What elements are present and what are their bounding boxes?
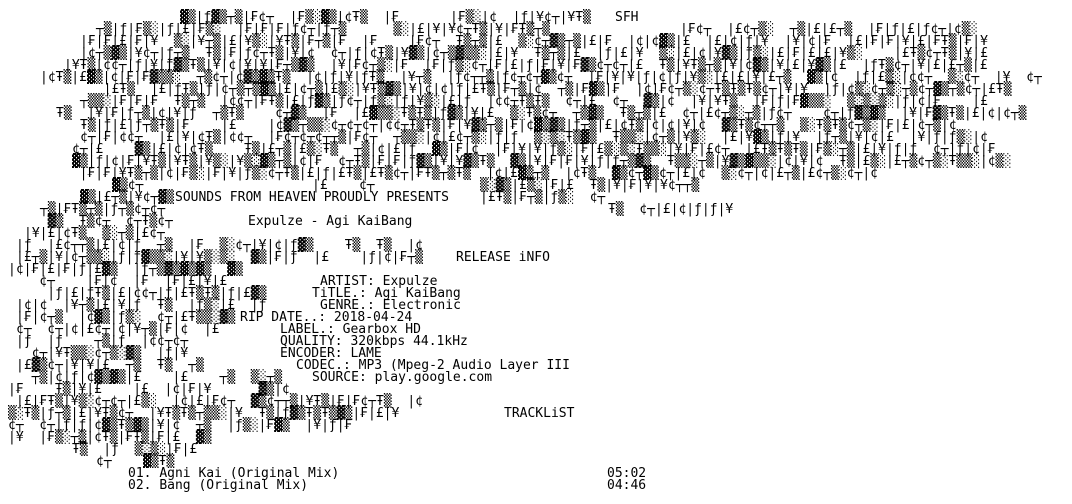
field-label: ARTIST: <box>320 274 375 289</box>
ascii-art-row: |¢|₣|£|₣|ƒ|£▓▒ |ƒ┬▒▓▒▓▒▓▒ ▓▒ <box>8 262 306 277</box>
field-label: QUALITY: <box>280 334 343 349</box>
field-label: ENCODER: <box>280 346 343 361</box>
release-info-heading: RELEASE iNFO <box>456 250 550 265</box>
field-quality: QUALITY: 320kbps 44.1kHz <box>280 334 468 349</box>
ascii-art-row: |¢┬▒▓▒|¥¢┬|ƒ┬▒ Ŧ▒|₣|ƒ¢┬Ŧ▒|¥|¢ ¢┬|ƒ|¢Ŧ▒|¥… <box>80 46 988 61</box>
group-tag: SFH <box>615 10 639 25</box>
ascii-art-row: ┬▒|¢|ƒ|¢▓▒▓▒|£ |£ ┬▒ ▒░┬▒ <box>16 370 283 385</box>
field-label: SOURCE: <box>312 370 367 385</box>
ascii-art-row: ¢┬|£ ▓▒|£|¢|¢Ŧ▒ Ŧ▒|£┬▒|£▒░Ŧ▒ ┬▒|¢|£|ƒ ▓▒… <box>72 142 996 157</box>
track-number: 01. <box>128 466 152 481</box>
track-length: 04:46 <box>607 478 647 493</box>
track-length: 05:02 <box>607 466 647 481</box>
field-source: SOURCE: play.google.com <box>312 370 493 385</box>
ascii-art-row: |£┬▒|¥|¢┬▒▒░|ƒ|ƒ▓▒▒░|¥|¥▒░▒░ ▓▒|₣|ƒ |£ |… <box>16 250 423 265</box>
field-value: Gearbox HD <box>342 322 421 337</box>
ascii-art-row: |£Ŧ▒ |£|ƒŦ▒|ƒ|¢┬▒┬▒▓▒|£|¢┬▒|£▒░|¥Ŧ▒▓▒|¥|… <box>88 82 1012 97</box>
field-encoder: ENCODER: LAME <box>280 346 382 361</box>
field-label: LABEL.: <box>280 322 335 337</box>
ascii-art-row: ┬▒|₣Ŧ▒┬▒|ƒ┬▒¢┬¢┬ <box>40 202 166 217</box>
field-value: play.google.com <box>374 370 493 385</box>
ascii-art-row: ┬▒|ƒ|₣▒░|ƒ|£|₣▒░ |₣|₣|₣|ƒ¢┬|ƒ┬▒ ▒░|£|¥|¥… <box>96 22 550 37</box>
ascii-art-row: |₣ Ŧ▒|¥|£ |£ |¢|₣|¥ ▓▒|¢ <box>8 382 306 397</box>
track-title: Bang (Original Mix) <box>159 478 309 493</box>
field-label: CODEC.: <box>296 358 351 373</box>
field-label: GENRE.: <box>320 298 375 313</box>
ascii-art-row: |₣▒░|¢ |ƒ|¥¢┬|¥Ŧ▒ <box>450 10 591 25</box>
field-artist: ARTIST: Expulze <box>320 274 438 289</box>
ascii-art-row: Ŧ▒ ¢┬|£|¢|ƒ|ƒ|¥ <box>608 202 734 217</box>
ascii-art-row: |₣¢┬ |£¢┬▒░ ┬▒|£|£┬▒ |₣|ƒ|£|ƒ¢┬|¢▒░ <box>680 22 978 37</box>
ascii-art-row: ▒░Ŧ▒|ƒ┬▒|£|¥Ŧ▒¢┬ |¥Ŧ▒Ŧ▒┬▒▒░|¥ Ŧ▒|ƒ▓▒Ŧ▒Ŧ▒… <box>8 406 431 421</box>
release-title: Expulze - Agi KaiBang <box>248 214 413 229</box>
field-rip-date: RIP DATE..: 2018-04-24 <box>240 310 413 325</box>
field-value: Electronic <box>382 298 461 313</box>
field-title: TiTLE.: Agi KaiBang <box>312 286 461 301</box>
ascii-art-row: |₣|₣|£|₣|¥ ▒░|¥┬▒|£|¥▒░|¥Ŧ▒|₣┬▒|₣ |₣ |₣¢… <box>80 34 988 49</box>
ascii-art-row: Ŧ▒|ƒ|£|ƒ┬▒Ŧ▒|₣ |£ |¢▓▒┬▒▒░¢┬¢┬¢┬|¢¢┬Ŧ▒Ŧ▒… <box>80 118 957 133</box>
ascii-art-row: |ƒ|£|ƒŦ▒|£|¢¢┬|ƒ|£Ŧ▒Ŧ▒|ƒ|£▓▒ <box>16 286 267 301</box>
field-label-name: LABEL.: Gearbox HD <box>280 322 421 337</box>
ascii-art-row: |¢|¢ |¥┬▒|£|¥|ƒ Ŧ▒ |ƒ▒░|£ |ƒ <box>16 298 267 313</box>
tracklist-heading: TRACKLiST <box>504 406 575 421</box>
ascii-art-row: ¢┬|₣|¢¢┬ |£|¥|¢Ŧ▒|¢¢┬ |₣¢┬¢┬¢┬┬▒|₣¢┬ ┬▒▒… <box>80 130 988 145</box>
ascii-art-row: |₣|₣|¥Ŧ▒┬▒|¢|₣▒░|₣|¥|ƒ▒░¢┬Ŧ▒|£|ƒ|£Ŧ▒|£Ŧ▒… <box>64 166 878 181</box>
field-codec: CODEC.: MP3 (Mpeg-2 Audio Layer III <box>296 358 570 373</box>
presents-line: SOUNDS FROM HEAVEN PROUDLY PRESENTS <box>175 190 449 205</box>
track-row: 01. Agni Kai (Original Mix) <box>128 466 340 481</box>
ascii-art-row: |¥ |₣▒░┬▒|¢Ŧ▒|₣Ŧ▒|₣|£ ▓▒ <box>8 430 212 445</box>
field-genre: GENRE.: Electronic <box>320 298 461 313</box>
field-label: RIP DATE..: <box>240 310 327 325</box>
ascii-art-row: ▒░▓▒|£▒░|₣|£ Ŧ▒|¥|₣|¥|¥¢┬┬▒ <box>480 178 700 193</box>
ascii-art-row: ▓▒ Ŧ▒¢┬ ¢┬Ŧ▒¢┬ <box>32 214 173 229</box>
ascii-art-row: ▓▒|ƒ|¢|₣|¥Ŧ▒|¥Ŧ▒|¥▒░|¥▒░▓▒┬▒|¢|₣ ¢┬Ŧ▒|₣|… <box>72 154 1012 169</box>
ascii-art-row: ▓▒|ƒ▓▒┬▒|₣¢┬ |₣▒░▓▒|¢Ŧ▒ |₣ <box>180 10 415 25</box>
ascii-art-row: Ŧ▒ |¥|₣|ƒ┬▒|¢|¥|ƒ ┬▒Ŧ▒ ¢┬▓▒ |₣ |£▓▒▒░Ŧ▒Ŧ… <box>56 106 1027 121</box>
ascii-art-row: Ŧ▒ |ƒ ▒░▒░|₣|£ <box>72 442 198 457</box>
ascii-art-row: |¥Ŧ▒|¢¢┬|ƒ|¥|ƒ▓▒Ŧ▒|¥|¢|¥|¥|₣┬▒▓▒ |¥|₣¢┬▒… <box>64 58 988 73</box>
ascii-art-row: |£▓▒¢┬|¥|¥|£ ┬▒ Ŧ▒ ┬▒ <box>16 358 204 373</box>
ascii-art-row: |ƒ |ƒ ┬▒|ƒ |¢¢┬¢┬ <box>16 334 204 349</box>
field-value: Agi KaiBang <box>374 286 461 301</box>
ascii-art-row: ▓▒|£┬▒|¥¢┬▓▒ <box>80 190 174 205</box>
ascii-art-row: |¥|£|¢Ŧ▒ ▒░┬▒|£¢┬ <box>24 226 165 241</box>
field-label: TiTLE.: <box>312 286 367 301</box>
ascii-art-row: |ƒ |£¢┬┬▒|£|¢|ƒ ┬▒ |₣ ▒░¢┬|¥|¢|ƒ▓▒ Ŧ▒ Ŧ▒… <box>16 238 423 253</box>
track-row: 02. Bang (Original Mix) <box>128 478 309 493</box>
track-title: Agni Kai (Original Mix) <box>159 466 340 481</box>
field-value: 320kbps 44.1kHz <box>350 334 468 349</box>
ascii-art-row: ¢┬ |₣|¢ |₣ |₣|£|¥|£ <box>8 274 228 289</box>
ascii-art-row: ¢┬|¥Ŧ▒▒░¢┬▒░▓▒ |ƒ|¥ <box>16 346 220 361</box>
ascii-art-row: ▓▒¢┬ <box>112 178 159 193</box>
field-value: Expulze <box>382 274 438 289</box>
ascii-art-row: |£Ŧ▒|₣┬▒|ƒ▒░ ¢┬ <box>480 190 606 205</box>
field-value: MP3 (Mpeg-2 Audio Layer III <box>358 358 570 373</box>
ascii-art-row: |₣|¢┬▒ |¢▓▒|ƒ▒░ ¢┬|£Ŧ▒▒░▓▒ <box>16 310 236 325</box>
ascii-art-row: ┬▒▒░|₣|₣|₣ Ŧ▒┬▒ |¢¢┬|₣Ŧ▒|£|ƒ▓▒|ƒ¢┬|ƒ▒░|ƒ… <box>80 94 988 109</box>
ascii-art-row: |¢Ŧ▒|£▓▒|¢|₣|₣▓▒▒░ ┬▒¢┬|¢▓▒▓▒Ŧ▒ |¢|ƒ|¥|ƒ… <box>40 70 1042 85</box>
ascii-art-row: |£|₣Ŧ▒|¥▒░¢┬¢┬|£▒░ |¢|£|₣¢┬ ▓▒¢┬┬▒|¥Ŧ▒|₣… <box>16 394 439 409</box>
ascii-art-row: ¢┬ ¢┬|¢|£¢┬|¢|¥┬▒|₣|¢ |£ <box>16 322 220 337</box>
field-value: 2018-04-24 <box>333 310 413 325</box>
track-number: 02. <box>128 478 152 493</box>
ascii-art-row: ¢┬ ¢┬|ƒ|ƒ|¢▓▒Ŧ▒▓▒|¥|¢ ┬▒ |ƒ▒░|₣▓▒ |¥|ƒ|₣ <box>8 418 369 433</box>
field-value: LAME <box>350 346 382 361</box>
